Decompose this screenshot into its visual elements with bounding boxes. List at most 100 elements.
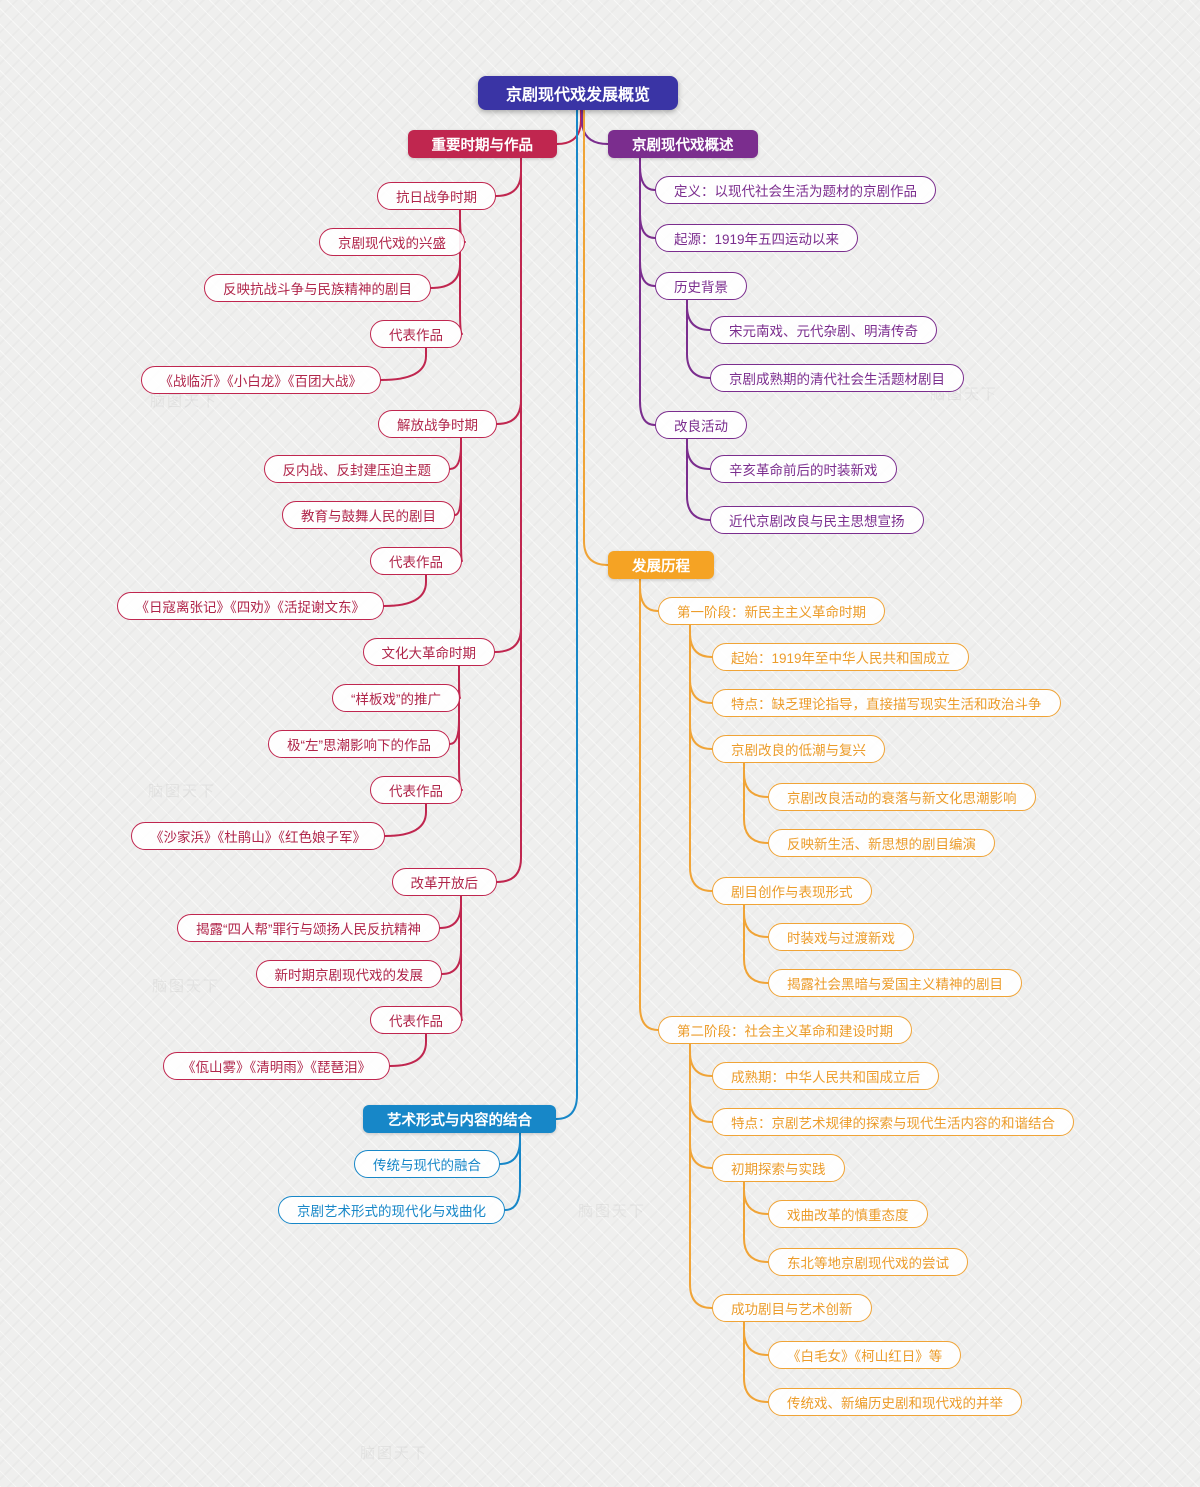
mindmap-node-o1c1[interactable]: 京剧改良活动的衰落与新文化思潮影响 bbox=[768, 783, 1036, 811]
connector-o2-o2b bbox=[689, 1043, 713, 1123]
connector-r2c-r2d bbox=[383, 574, 427, 607]
connector-artform-bl1 bbox=[499, 1132, 521, 1165]
mindmap-node-overview[interactable]: 京剧现代戏概述 bbox=[608, 130, 758, 158]
mindmap-node-o2d1[interactable]: 《白毛女》《柯山红日》等 bbox=[768, 1341, 962, 1369]
mindmap-node-r2[interactable]: 解放战争时期 bbox=[378, 410, 497, 438]
connector-o2-o2d bbox=[689, 1043, 713, 1309]
connector-o2c-o2c2 bbox=[743, 1181, 769, 1263]
connector-o1c-o1c1 bbox=[743, 762, 769, 798]
connector-periods-r4 bbox=[496, 157, 522, 883]
connector-p4-p4a bbox=[686, 438, 711, 470]
mindmap-node-o1c[interactable]: 京剧改良的低潮与复兴 bbox=[712, 735, 885, 763]
connector-root-history bbox=[583, 109, 609, 566]
mindmap-node-p2[interactable]: 起源：1919年五四运动以来 bbox=[655, 224, 859, 252]
mindmap-node-r2d[interactable]: 《日寇离张记》《四劝》《活捉谢文东》 bbox=[116, 592, 384, 620]
mindmap-node-o1a[interactable]: 起始：1919年至中华人民共和国成立 bbox=[712, 643, 970, 671]
connector-history-o2 bbox=[639, 578, 659, 1031]
connector-o1-o1a bbox=[689, 624, 713, 658]
connector-r1c-r1d bbox=[380, 347, 427, 381]
mindmap-node-r3c[interactable]: 代表作品 bbox=[370, 776, 462, 804]
connector-o1-o1d bbox=[689, 624, 713, 892]
mindmap-node-o1d1[interactable]: 时装戏与过渡新戏 bbox=[768, 923, 914, 951]
connector-history-o1 bbox=[639, 578, 659, 612]
connector-p4-p4b bbox=[686, 438, 711, 521]
connector-o1d-o1d1 bbox=[743, 904, 769, 938]
mindmap-node-o2c1[interactable]: 戏曲改革的慎重态度 bbox=[768, 1200, 928, 1228]
connector-o2c-o2c1 bbox=[743, 1181, 769, 1215]
connector-o1-o1b bbox=[689, 624, 713, 704]
mindmap-node-o2b[interactable]: 特点：京剧艺术规律的探索与现代生活内容的和谐结合 bbox=[712, 1108, 1074, 1136]
mindmap-node-r3b[interactable]: 极“左”思潮影响下的作品 bbox=[268, 730, 450, 758]
mindmap-node-p3[interactable]: 历史背景 bbox=[655, 272, 747, 300]
connector-p3-p3b bbox=[686, 299, 711, 379]
mindmap-node-p4a[interactable]: 辛亥革命前后的时装新戏 bbox=[710, 455, 897, 483]
mindmap-node-r4a[interactable]: 揭露“四人帮”罪行与颂扬人民反抗精神 bbox=[177, 914, 440, 942]
mindmap-node-r4[interactable]: 改革开放后 bbox=[391, 868, 497, 896]
mindmap-node-r3d[interactable]: 《沙家浜》《杜鹃山》《红色娘子军》 bbox=[131, 822, 385, 850]
mindmap-node-p4[interactable]: 改良活动 bbox=[655, 411, 747, 439]
mindmap-node-history[interactable]: 发展历程 bbox=[608, 551, 714, 579]
mindmap-node-o2[interactable]: 第二阶段：社会主义革命和建设时期 bbox=[658, 1016, 912, 1044]
connector-r4-r4c bbox=[460, 895, 463, 1021]
mindmap-node-o2c2[interactable]: 东北等地京剧现代戏的尝试 bbox=[768, 1248, 968, 1276]
mindmap-node-periods[interactable]: 重要时期与作品 bbox=[407, 130, 557, 158]
mindmap-node-r1b[interactable]: 反映抗战斗争与民族精神的剧目 bbox=[204, 274, 431, 302]
mindmap-node-o1c2[interactable]: 反映新生活、新思想的剧目编演 bbox=[768, 829, 995, 857]
mindmap-node-r4c[interactable]: 代表作品 bbox=[370, 1006, 462, 1034]
mindmap-node-artform[interactable]: 艺术形式与内容的结合 bbox=[363, 1105, 556, 1133]
connector-root-overview bbox=[581, 109, 609, 145]
mindmap-node-o2d2[interactable]: 传统戏、新编历史剧和现代戏的并举 bbox=[768, 1388, 1022, 1416]
mindmap-node-p4b[interactable]: 近代京剧改良与民主思想宣扬 bbox=[710, 506, 924, 534]
connector-r1-r1c bbox=[459, 209, 463, 335]
connector-overview-p1 bbox=[639, 157, 656, 191]
mindmap-node-r2a[interactable]: 反内战、反封建压迫主题 bbox=[263, 455, 450, 483]
mindmap-node-p3b[interactable]: 京剧成熟期的清代社会生活题材剧目 bbox=[710, 364, 964, 392]
connector-artform-bl2 bbox=[504, 1132, 521, 1211]
mindmap-node-r1d[interactable]: 《战临沂》《小白龙》《百团大战》 bbox=[140, 366, 381, 394]
connector-overview-p3 bbox=[639, 157, 656, 287]
mindmap-node-o1b[interactable]: 特点：缺乏理论指导，直接描写现实生活和政治斗争 bbox=[712, 689, 1061, 717]
connector-periods-r1 bbox=[495, 157, 522, 197]
connector-o1c-o1c2 bbox=[743, 762, 769, 844]
connector-periods-r2 bbox=[496, 157, 522, 425]
connector-o1-o1c bbox=[689, 624, 713, 750]
connector-r4-r4a bbox=[439, 895, 462, 929]
mindmap-node-o1d[interactable]: 剧目创作与表现形式 bbox=[712, 877, 872, 905]
connector-overview-p2 bbox=[639, 157, 656, 239]
connector-periods-r3 bbox=[494, 157, 522, 653]
mindmap-node-bl2[interactable]: 京剧艺术形式的现代化与戏曲化 bbox=[278, 1196, 505, 1224]
mindmap-node-o1[interactable]: 第一阶段：新民主主义革命时期 bbox=[658, 597, 885, 625]
mindmap-node-r1[interactable]: 抗日战争时期 bbox=[377, 182, 496, 210]
connector-o2-o2a bbox=[689, 1043, 713, 1077]
connector-overview-p4 bbox=[639, 157, 656, 426]
connector-p3-p3a bbox=[686, 299, 711, 331]
connector-r4c-r4d bbox=[389, 1033, 427, 1067]
mindmap-node-r3a[interactable]: “样板戏”的推广 bbox=[332, 684, 460, 712]
connector-r2-r2a bbox=[449, 437, 462, 470]
mindmap-node-r4d[interactable]: 《佤山雾》《清明雨》《琵琶泪》 bbox=[163, 1052, 390, 1080]
connector-o2d-o2d1 bbox=[743, 1321, 769, 1356]
mindmap-node-r3[interactable]: 文化大革命时期 bbox=[362, 638, 495, 666]
connector-r3c-r3d bbox=[384, 803, 427, 837]
mindmap-node-r1a[interactable]: 京剧现代戏的兴盛 bbox=[319, 228, 465, 256]
connector-o2-o2c bbox=[689, 1043, 713, 1169]
connector-r2-r2c bbox=[460, 437, 463, 562]
mindmap-node-r2c[interactable]: 代表作品 bbox=[370, 547, 462, 575]
connector-o1d-o1d2 bbox=[743, 904, 769, 984]
mindmap-node-r1c[interactable]: 代表作品 bbox=[370, 320, 462, 348]
mindmap-node-r4b[interactable]: 新时期京剧现代戏的发展 bbox=[255, 960, 442, 988]
mindmap-node-p1[interactable]: 定义：以现代社会生活为题材的京剧作品 bbox=[655, 176, 936, 204]
mindmap-node-r2b[interactable]: 教育与鼓舞人民的剧目 bbox=[282, 501, 455, 529]
connector-r3-r3c bbox=[458, 665, 463, 791]
connector-o2d-o2d2 bbox=[743, 1321, 769, 1403]
mindmap-node-bl1[interactable]: 传统与现代的融合 bbox=[354, 1150, 500, 1178]
connector-r4-r4b bbox=[441, 895, 462, 975]
mindmap-node-p3a[interactable]: 宋元南戏、元代杂剧、明清传奇 bbox=[710, 316, 937, 344]
mindmap-node-o2c[interactable]: 初期探索与实践 bbox=[712, 1154, 845, 1182]
mindmap-node-root[interactable]: 京剧现代戏发展概览 bbox=[478, 76, 679, 110]
mindmap-node-o1d2[interactable]: 揭露社会黑暗与爱国主义精神的剧目 bbox=[768, 969, 1022, 997]
mindmap-node-o2d[interactable]: 成功剧目与艺术创新 bbox=[712, 1294, 872, 1322]
mindmap-node-o2a[interactable]: 成熟期：中华人民共和国成立后 bbox=[712, 1062, 939, 1090]
